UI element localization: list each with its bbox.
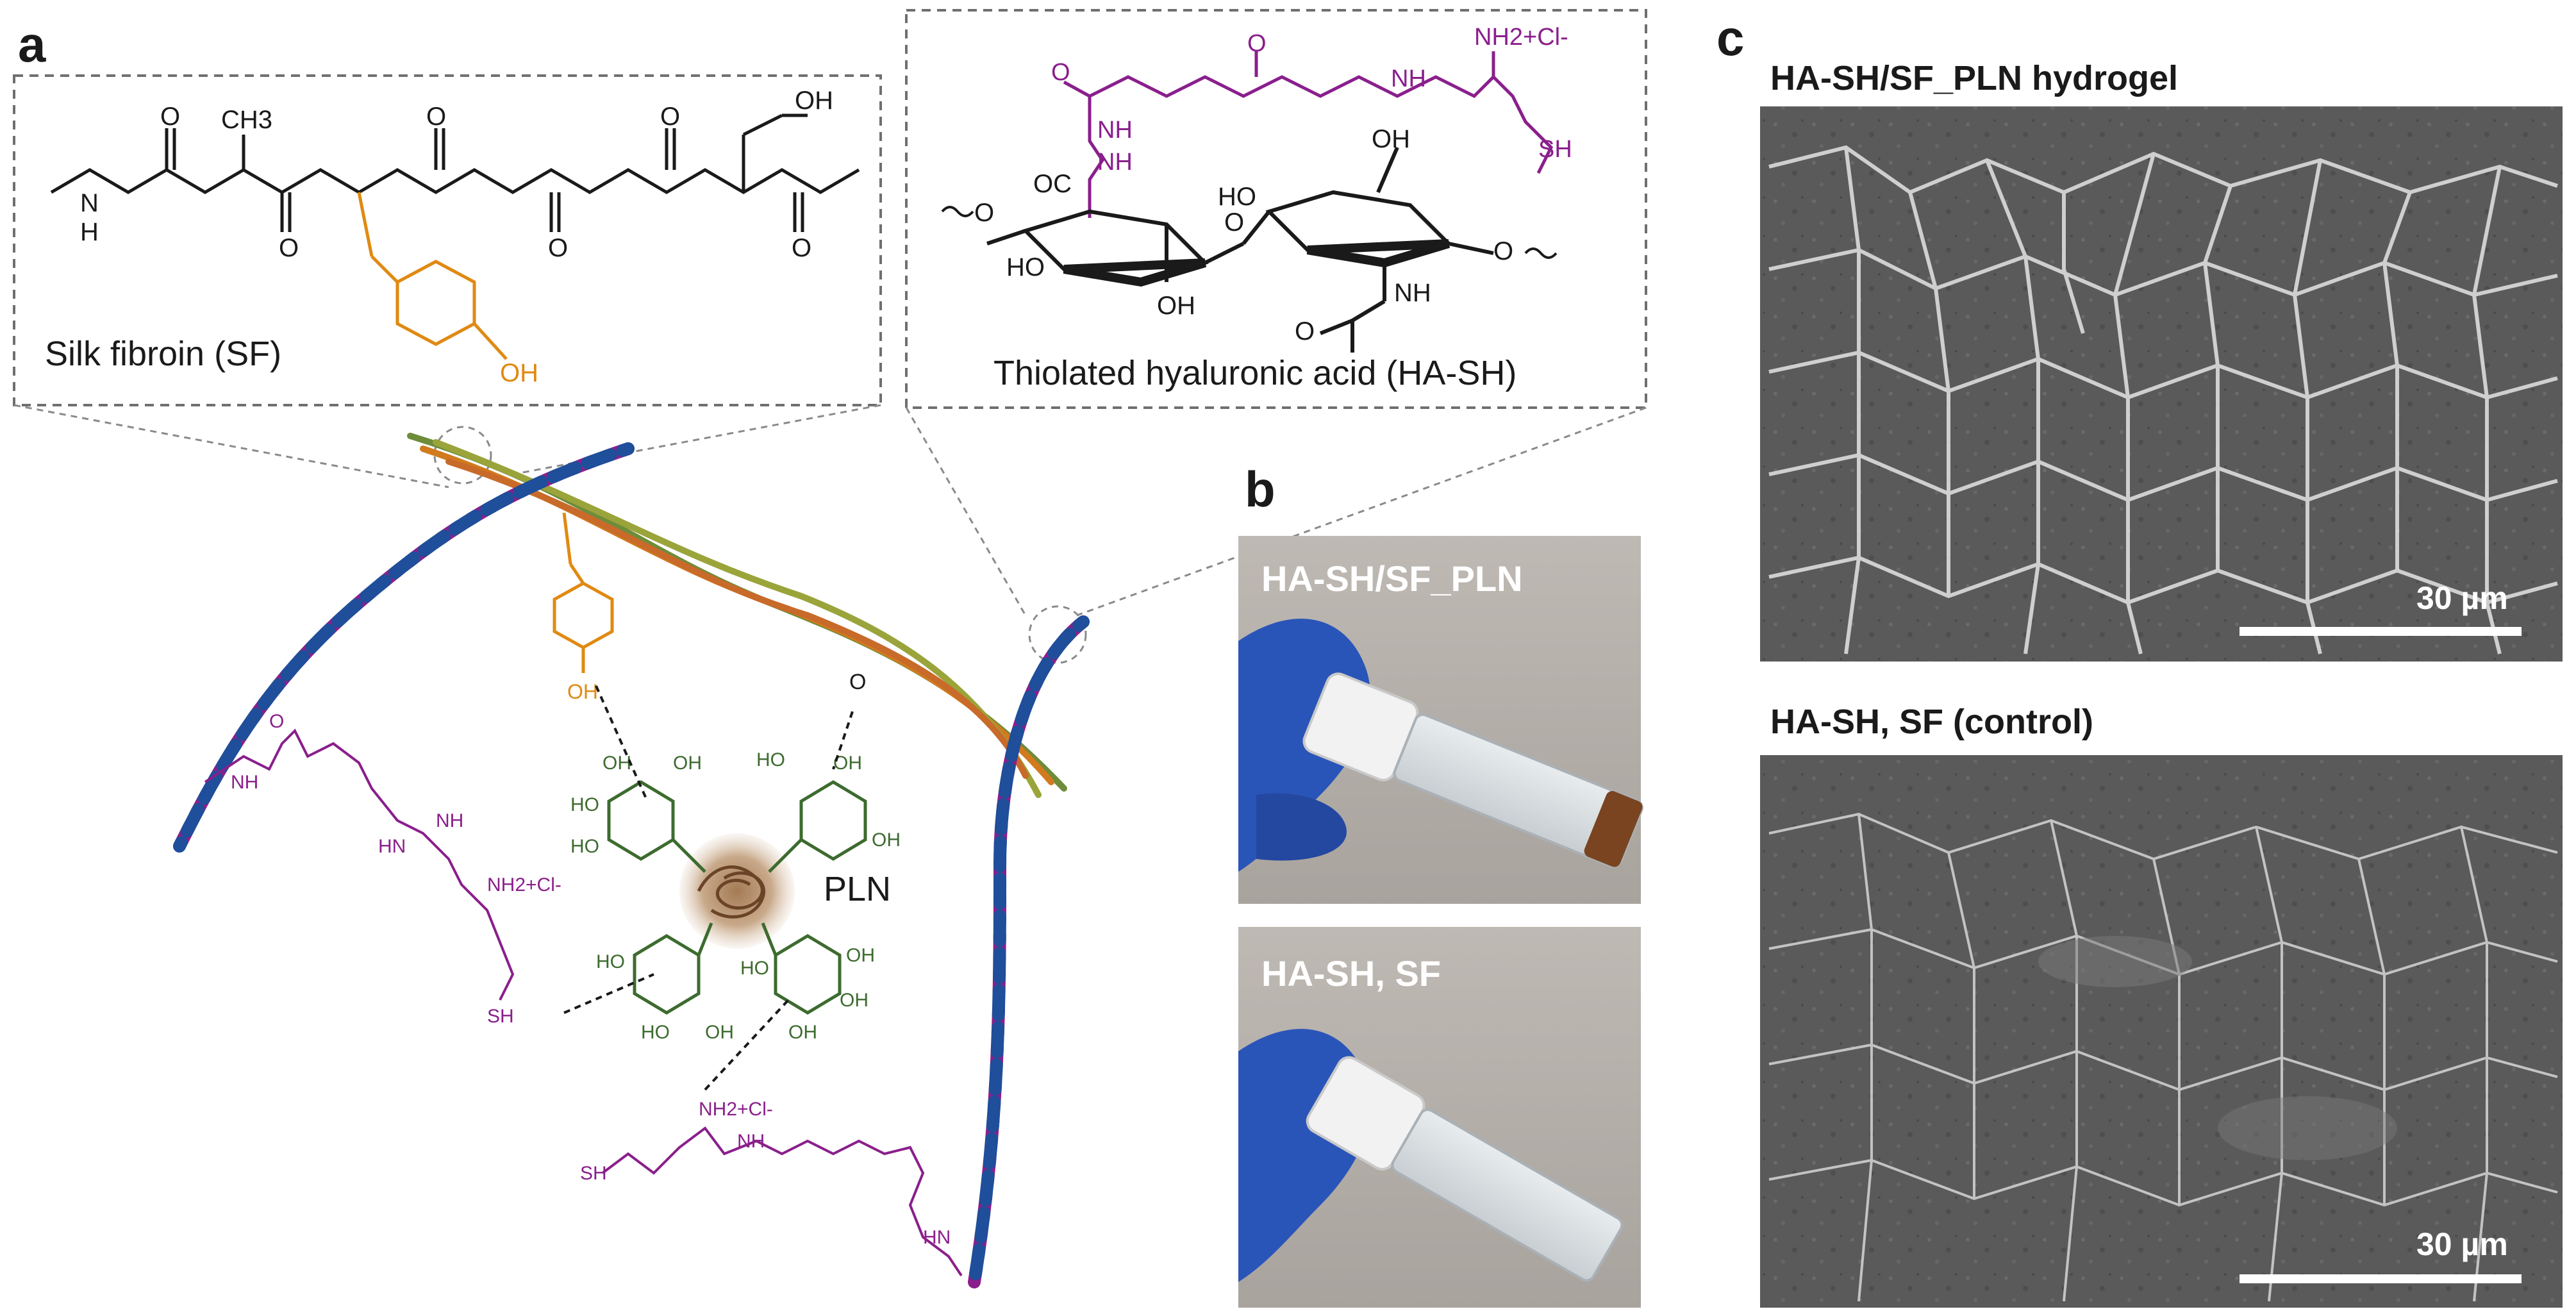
pln-oh-6: OH — [846, 945, 875, 966]
label-oc: OC — [1033, 170, 1072, 198]
panel-letter-c: c — [1716, 10, 1744, 66]
zoom-connectors — [13, 404, 1647, 664]
interaction-lines — [563, 685, 854, 1091]
tyr-oh-label: OH — [567, 680, 598, 703]
pln-ho-3: HO — [756, 749, 785, 770]
left-linker-sh: SH — [487, 1006, 514, 1027]
panel-letter-a: a — [18, 16, 46, 72]
hash-label: Thiolated hyaluronic acid (HA-SH) — [993, 354, 1517, 392]
label-oh-ring-1: OH — [1157, 292, 1195, 320]
pln-ho-6: HO — [740, 958, 769, 979]
pln-oh-1: OH — [602, 753, 631, 774]
sf-carbonyl-o: O — [849, 670, 866, 694]
silk-fibroin-fibers — [407, 433, 1067, 798]
vial-label-bottom: HA-SH, SF — [1261, 953, 1441, 994]
label-oh-ring-2: OH — [1372, 125, 1410, 153]
left-linker-hn: HN — [378, 836, 406, 857]
label-o-3: O — [426, 103, 446, 131]
label-o-purple-2: O — [1247, 30, 1267, 57]
label-nh-purple: NH — [1391, 65, 1426, 92]
label-o-amide: O — [1295, 317, 1315, 346]
tyrosine-sidechain — [553, 512, 614, 673]
left-linker-nh-2: NH — [436, 810, 463, 831]
label-o-purple-1: O — [1051, 59, 1070, 86]
label-o-ring-2: O — [1493, 237, 1513, 265]
hash-structure-box: O O NH NH2+Cl- NH NH SH O OC HO OH O HO … — [905, 9, 1647, 409]
pln-ho-5: HO — [641, 1022, 670, 1043]
left-linker-nh2cl: NH2+Cl- — [487, 874, 561, 895]
label-nh2cl-top: NH2+Cl- — [1474, 24, 1568, 51]
label-ch3: CH3 — [221, 106, 272, 134]
label-hn-nh-1: NH — [1097, 117, 1133, 144]
panel-letter-b: b — [1245, 461, 1276, 517]
label-nh-ring: NH — [1394, 279, 1431, 307]
label-sh-top: SH — [1538, 136, 1572, 163]
vial-label-top: HA-SH/SF_PLN — [1261, 558, 1523, 599]
label-o-2: O — [279, 234, 299, 262]
pln-ho-2: HO — [570, 836, 599, 857]
right-linker-hn: HN — [923, 1227, 951, 1248]
pln-ho-1: HO — [570, 794, 599, 815]
scale-bar-bottom: 30 µm — [2416, 1226, 2508, 1262]
ha-linker-right — [601, 1126, 963, 1277]
label-o-ring-1: O — [974, 199, 994, 227]
sf-label: Silk fibroin (SF) — [45, 335, 281, 373]
scale-bar-top: 30 µm — [2416, 580, 2508, 616]
label-o-1: O — [160, 103, 180, 131]
label-oh-ser: OH — [795, 87, 833, 115]
label-h-1: H — [80, 218, 99, 246]
sem-image-bottom: 30 µm — [1760, 755, 2563, 1308]
pln-oh-5: OH — [705, 1022, 734, 1043]
label-o-5: O — [660, 103, 680, 131]
label-ho-1: HO — [1006, 253, 1045, 281]
right-linker-nh2cl: NH2+Cl- — [699, 1099, 773, 1120]
label-hn-nh-2: NH — [1097, 149, 1133, 176]
pln-oh-8: OH — [788, 1022, 817, 1043]
label-o-ring-link: O — [1224, 208, 1244, 237]
pln-label: PLN — [824, 870, 891, 908]
label-ho-2: HO — [1218, 183, 1256, 211]
vial-photo-top: HA-SH/SF_PLN — [1238, 536, 1643, 904]
label-nh-1: N — [80, 189, 99, 217]
right-linker-sh: SH — [580, 1163, 607, 1184]
vial-photo-bottom: HA-SH, SF — [1238, 927, 1641, 1308]
sem-image-top: 30 µm — [1760, 106, 2563, 662]
pln-ho-4: HO — [596, 951, 625, 972]
sf-structure-box: CH3 N H O O O O O O OH OH Silk fibroin (… — [13, 74, 882, 406]
pln-oh-7: OH — [840, 990, 868, 1011]
left-linker-o: O — [269, 711, 284, 732]
sem-title-bottom: HA-SH, SF (control) — [1770, 703, 2093, 741]
ha-linker-left — [204, 728, 515, 1001]
ha-chain-right — [968, 615, 1090, 1288]
label-o-6: O — [792, 234, 811, 262]
pln-complex: OH OH HO HO HO OH OH HO HO OH HO OH OH O… — [570, 749, 901, 1043]
pln-oh-2: OH — [673, 753, 702, 774]
ha-chain-left — [173, 442, 635, 853]
label-oh-tyr: OH — [500, 359, 538, 387]
sem-title-top: HA-SH/SF_PLN hydrogel — [1770, 59, 2178, 97]
right-linker-nh: NH — [737, 1131, 765, 1152]
label-o-4: O — [548, 234, 568, 262]
pln-oh-4: OH — [872, 829, 901, 851]
left-linker-nh-1: NH — [231, 772, 258, 793]
